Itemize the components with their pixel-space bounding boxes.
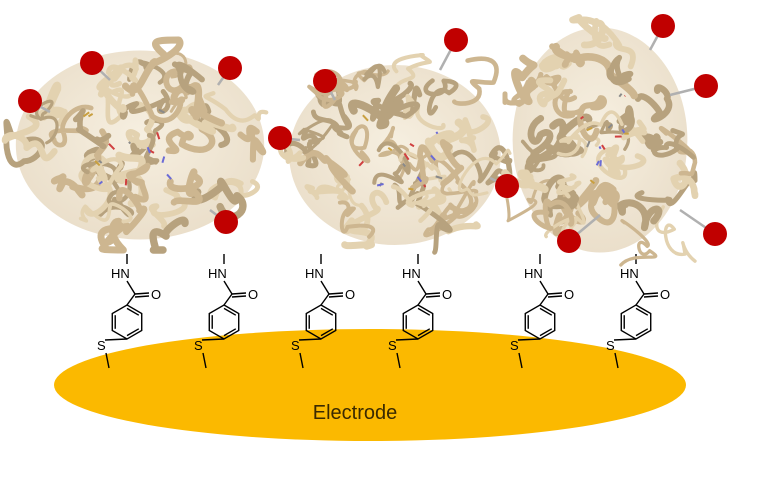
oxygen-label: O — [564, 287, 574, 302]
enzyme-group — [1, 13, 699, 267]
linker-group: HN O S HN O S HN O S HN O S HN O S HN O S — [97, 254, 670, 369]
linker-molecule: HN O S — [388, 254, 452, 369]
electrode — [54, 329, 686, 441]
oxygen-label: O — [151, 287, 161, 302]
sulfur-label: S — [606, 338, 615, 353]
label-marker — [18, 89, 51, 114]
amine-label: HN — [402, 266, 421, 281]
oxygen-label: O — [442, 287, 452, 302]
label-marker — [557, 214, 601, 253]
linker-molecule: HN O S — [291, 254, 355, 369]
label-marker — [648, 14, 675, 51]
label-marker — [313, 69, 337, 101]
sulfur-label: S — [194, 338, 203, 353]
enzyme-protein — [277, 53, 513, 255]
linker-molecule: HN O S — [97, 254, 161, 369]
sulfur-label: S — [97, 338, 106, 353]
sulfur-label: S — [510, 338, 519, 353]
linker-molecule: HN O S — [606, 254, 670, 369]
electrode-label: Electrode — [313, 402, 398, 424]
amine-label: HN — [620, 266, 639, 281]
amine-label: HN — [305, 266, 324, 281]
label-marker — [216, 56, 242, 86]
label-marker — [268, 126, 301, 150]
linker-molecule: HN O S — [510, 254, 574, 369]
label-marker — [209, 209, 238, 234]
label-marker — [80, 51, 111, 81]
sulfur-label: S — [388, 338, 397, 353]
linker-molecule: HN O S — [194, 254, 258, 369]
label-marker — [679, 208, 727, 246]
enzyme-protein — [501, 13, 699, 267]
label-marker — [669, 74, 718, 98]
label-marker — [489, 174, 519, 198]
oxygen-label: O — [248, 287, 258, 302]
amine-label: HN — [111, 266, 130, 281]
label-group — [18, 14, 727, 253]
oxygen-label: O — [660, 287, 670, 302]
oxygen-label: O — [345, 287, 355, 302]
amine-label: HN — [208, 266, 227, 281]
sulfur-label: S — [291, 338, 300, 353]
amine-label: HN — [524, 266, 543, 281]
label-marker — [438, 28, 468, 71]
